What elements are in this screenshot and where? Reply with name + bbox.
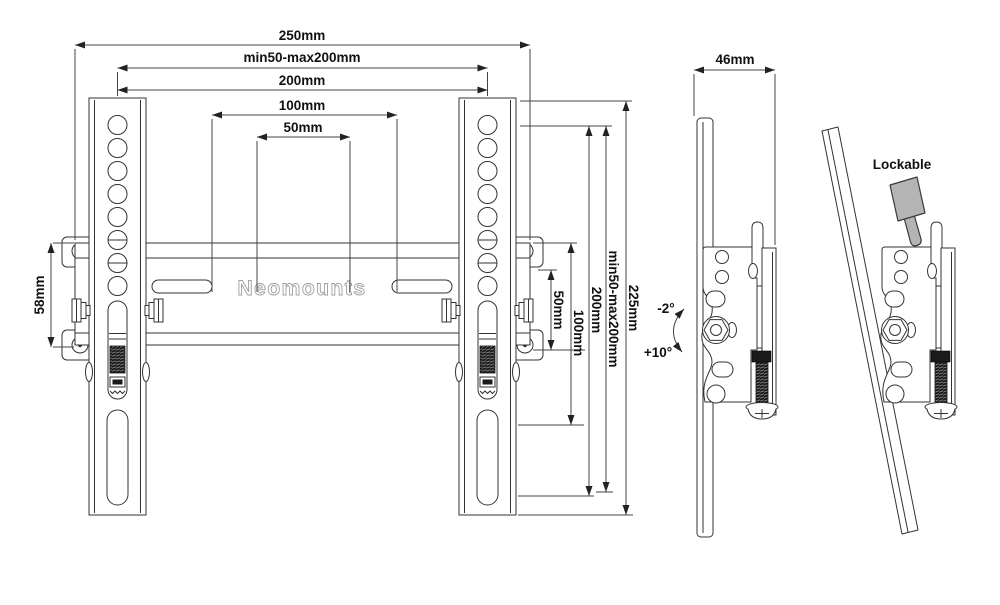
front-view: Neomounts 250mm min50-max200mm 200mm 100… xyxy=(32,28,641,516)
dim-200mm-vertical: 200mm xyxy=(585,126,604,496)
brand-logo: Neomounts xyxy=(238,277,367,300)
dim-225mm-vertical: 225mm xyxy=(622,101,641,515)
bar-slot-right xyxy=(391,279,453,294)
bar-slot-left xyxy=(151,279,213,294)
dim-100mm-v-label: 100mm xyxy=(571,310,586,357)
dim-58mm: 58mm xyxy=(32,242,74,348)
dim-200mm-v-label: 200mm xyxy=(589,287,604,334)
dim-58mm-label: 58mm xyxy=(32,275,47,314)
dim-50mm-horizontal: 50mm xyxy=(256,120,351,292)
left-rail xyxy=(71,97,164,516)
side-view-straight: 46mm -2° +10° xyxy=(644,52,779,538)
dim-minmax-h-label: min50-max200mm xyxy=(243,50,360,65)
tilt-max-label: +10° xyxy=(644,345,672,360)
dim-250mm: 250mm xyxy=(74,28,531,240)
dim-46mm: 46mm xyxy=(693,52,776,245)
lock-knob xyxy=(889,176,926,247)
dim-50mm-v-label: 50mm xyxy=(551,290,566,329)
tilt-bracket-tilted xyxy=(880,221,958,420)
dim-50mm-h-label: 50mm xyxy=(283,120,322,135)
dim-minmax-v-label: min50-max200mm xyxy=(606,250,621,367)
tilt-bracket-straight xyxy=(701,221,779,420)
lock-knob-head xyxy=(889,176,926,222)
lockable-label: Lockable xyxy=(873,157,932,172)
right-rail xyxy=(441,97,534,516)
side-view-tilted: Lockable xyxy=(821,126,958,535)
tilt-angle-annotation: -2° +10° xyxy=(644,301,685,360)
dims-vertical-right: 50mm 100mm 200mm min50-max200mm 225mm xyxy=(518,100,641,516)
dim-100mm-horizontal: 100mm xyxy=(211,98,398,292)
lock-knob-stem xyxy=(902,210,922,247)
dim-100mm-vertical: 100mm xyxy=(567,243,586,425)
dim-200mm-h-label: 200mm xyxy=(279,73,326,88)
wall-plate-bar: Neomounts xyxy=(74,242,531,346)
dim-200mm-horizontal: 200mm xyxy=(117,73,488,94)
dim-225mm-v-label: 225mm xyxy=(626,285,641,332)
dim-min50-max200mm-vertical: min50-max200mm xyxy=(602,126,621,492)
tv-rail-tilted xyxy=(821,126,919,535)
dim-250mm-label: 250mm xyxy=(279,28,326,43)
dim-min50-max200mm-horizontal: min50-max200mm xyxy=(117,50,488,96)
tilt-min-label: -2° xyxy=(657,301,674,316)
dim-50mm-vertical: 50mm xyxy=(547,270,566,350)
dim-100mm-h-label: 100mm xyxy=(279,98,326,113)
dim-46mm-label: 46mm xyxy=(715,52,754,67)
